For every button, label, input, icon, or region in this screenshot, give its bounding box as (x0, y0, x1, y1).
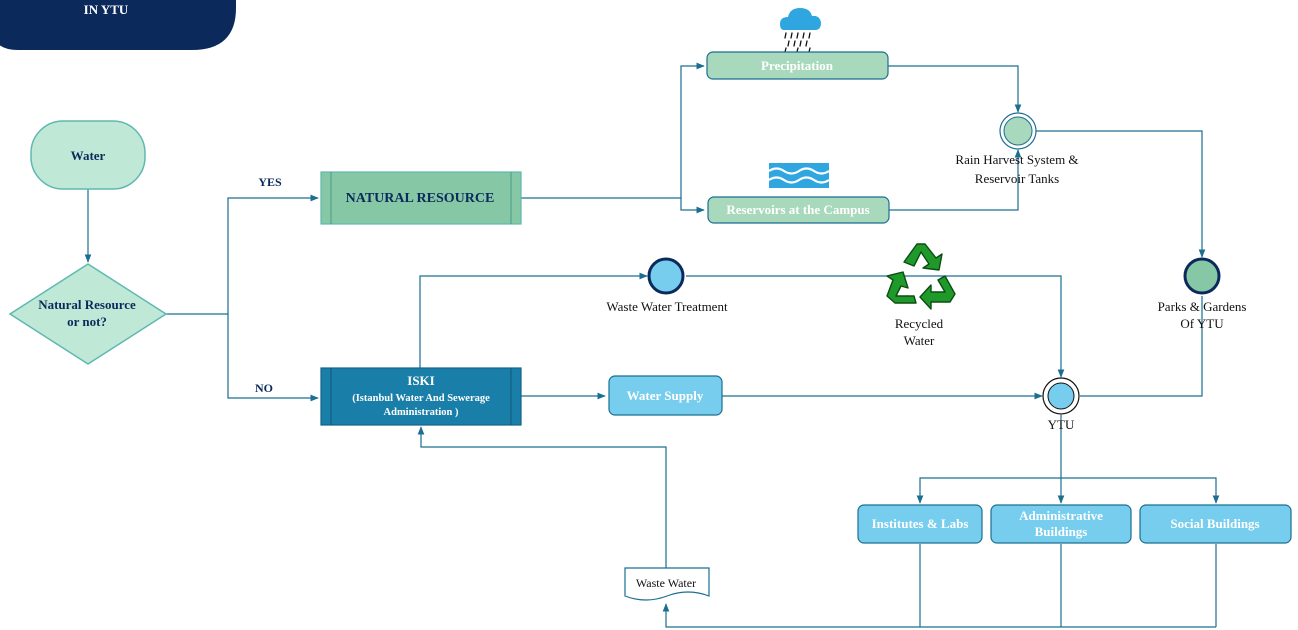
iski-line2: (Istanbul Water And Sewerage (352, 393, 490, 404)
rain-harvest-line2: Reservoir Tanks (975, 171, 1059, 186)
precipitation-label: Precipitation (761, 58, 834, 73)
iski-node: ISKI (Istanbul Water And Sewerage Admini… (320, 367, 522, 426)
administrative-node: Administrative Buildings (990, 504, 1132, 544)
ytu-label: YTU (1048, 417, 1075, 432)
social-label: Social Buildings (1170, 516, 1259, 531)
reservoirs-node: Reservoirs at the Campus (707, 196, 890, 224)
rain-harvest-node: Rain Harvest System & Reservoir Tanks (955, 112, 1079, 186)
water-supply-node: Water Supply (608, 375, 723, 416)
connector-nr-precip (521, 62, 705, 199)
connector-harvest-parks (1036, 130, 1206, 258)
institutes-label: Institutes & Labs (872, 516, 969, 531)
title-text: IN YTU (84, 2, 129, 17)
parks-line2: Of YTU (1180, 316, 1224, 331)
title-banner: IN YTU (0, 0, 236, 50)
connector-treatment-ytu (686, 275, 1065, 378)
waste-water-treatment-label: Waste Water Treatment (606, 299, 728, 314)
recycle-icon (886, 243, 956, 310)
natural-resource-node: NATURAL RESOURCE (320, 171, 522, 225)
yes-label: YES (258, 175, 282, 189)
rain-harvest-line1: Rain Harvest System & (955, 152, 1078, 167)
institutes-node: Institutes & Labs (857, 504, 983, 544)
decision-line1: Natural Resource (38, 297, 136, 312)
water-supply-label: Water Supply (627, 388, 704, 403)
parks-node: Parks & Gardens Of YTU (1158, 257, 1247, 331)
connectors (84, 62, 1220, 628)
connector-ytu-parks (1080, 296, 1203, 397)
reservoirs-label: Reservoirs at the Campus (726, 202, 869, 217)
connector-bottom-bus (662, 603, 1216, 628)
social-node: Social Buildings (1139, 504, 1292, 544)
connector-precip-harvest (888, 65, 1022, 113)
connector-nr-reservoirs (680, 198, 705, 214)
connector-reservoirs-harvest (888, 149, 1022, 211)
iski-line3: Administration ) (384, 407, 459, 418)
ytu-node: YTU (1042, 377, 1080, 432)
administrative-line1: Administrative (1019, 508, 1103, 523)
decision-node: Natural Resource or not? (8, 263, 168, 365)
waste-water-label: Waste Water (636, 576, 696, 590)
recycled-water-line1: Recycled (895, 316, 944, 331)
rain-cloud-icon (780, 8, 821, 53)
connector-decision-yes (166, 194, 319, 315)
water-waves-icon (768, 163, 830, 188)
precipitation-node: Precipitation (706, 51, 889, 80)
no-label: NO (255, 381, 273, 395)
connector-iski-treatment (419, 272, 648, 368)
recycled-water-line2: Water (904, 333, 935, 348)
parks-line1: Parks & Gardens (1158, 299, 1247, 314)
water-start-node: Water (30, 120, 146, 190)
natural-resource-label: NATURAL RESOURCE (346, 191, 495, 206)
water-label: Water (71, 148, 106, 163)
waste-water-node: Waste Water (624, 567, 710, 601)
administrative-line2: Buildings (1035, 524, 1088, 539)
connector-ytu-institutes (916, 477, 1061, 504)
connector-decision-no (227, 314, 319, 402)
decision-line2: or not? (67, 314, 107, 329)
connector-wastewater-iski (417, 426, 667, 568)
waste-water-treatment-node: Waste Water Treatment (606, 257, 728, 314)
connector-ytu-social (1061, 477, 1220, 504)
iski-line1: ISKI (407, 373, 434, 388)
